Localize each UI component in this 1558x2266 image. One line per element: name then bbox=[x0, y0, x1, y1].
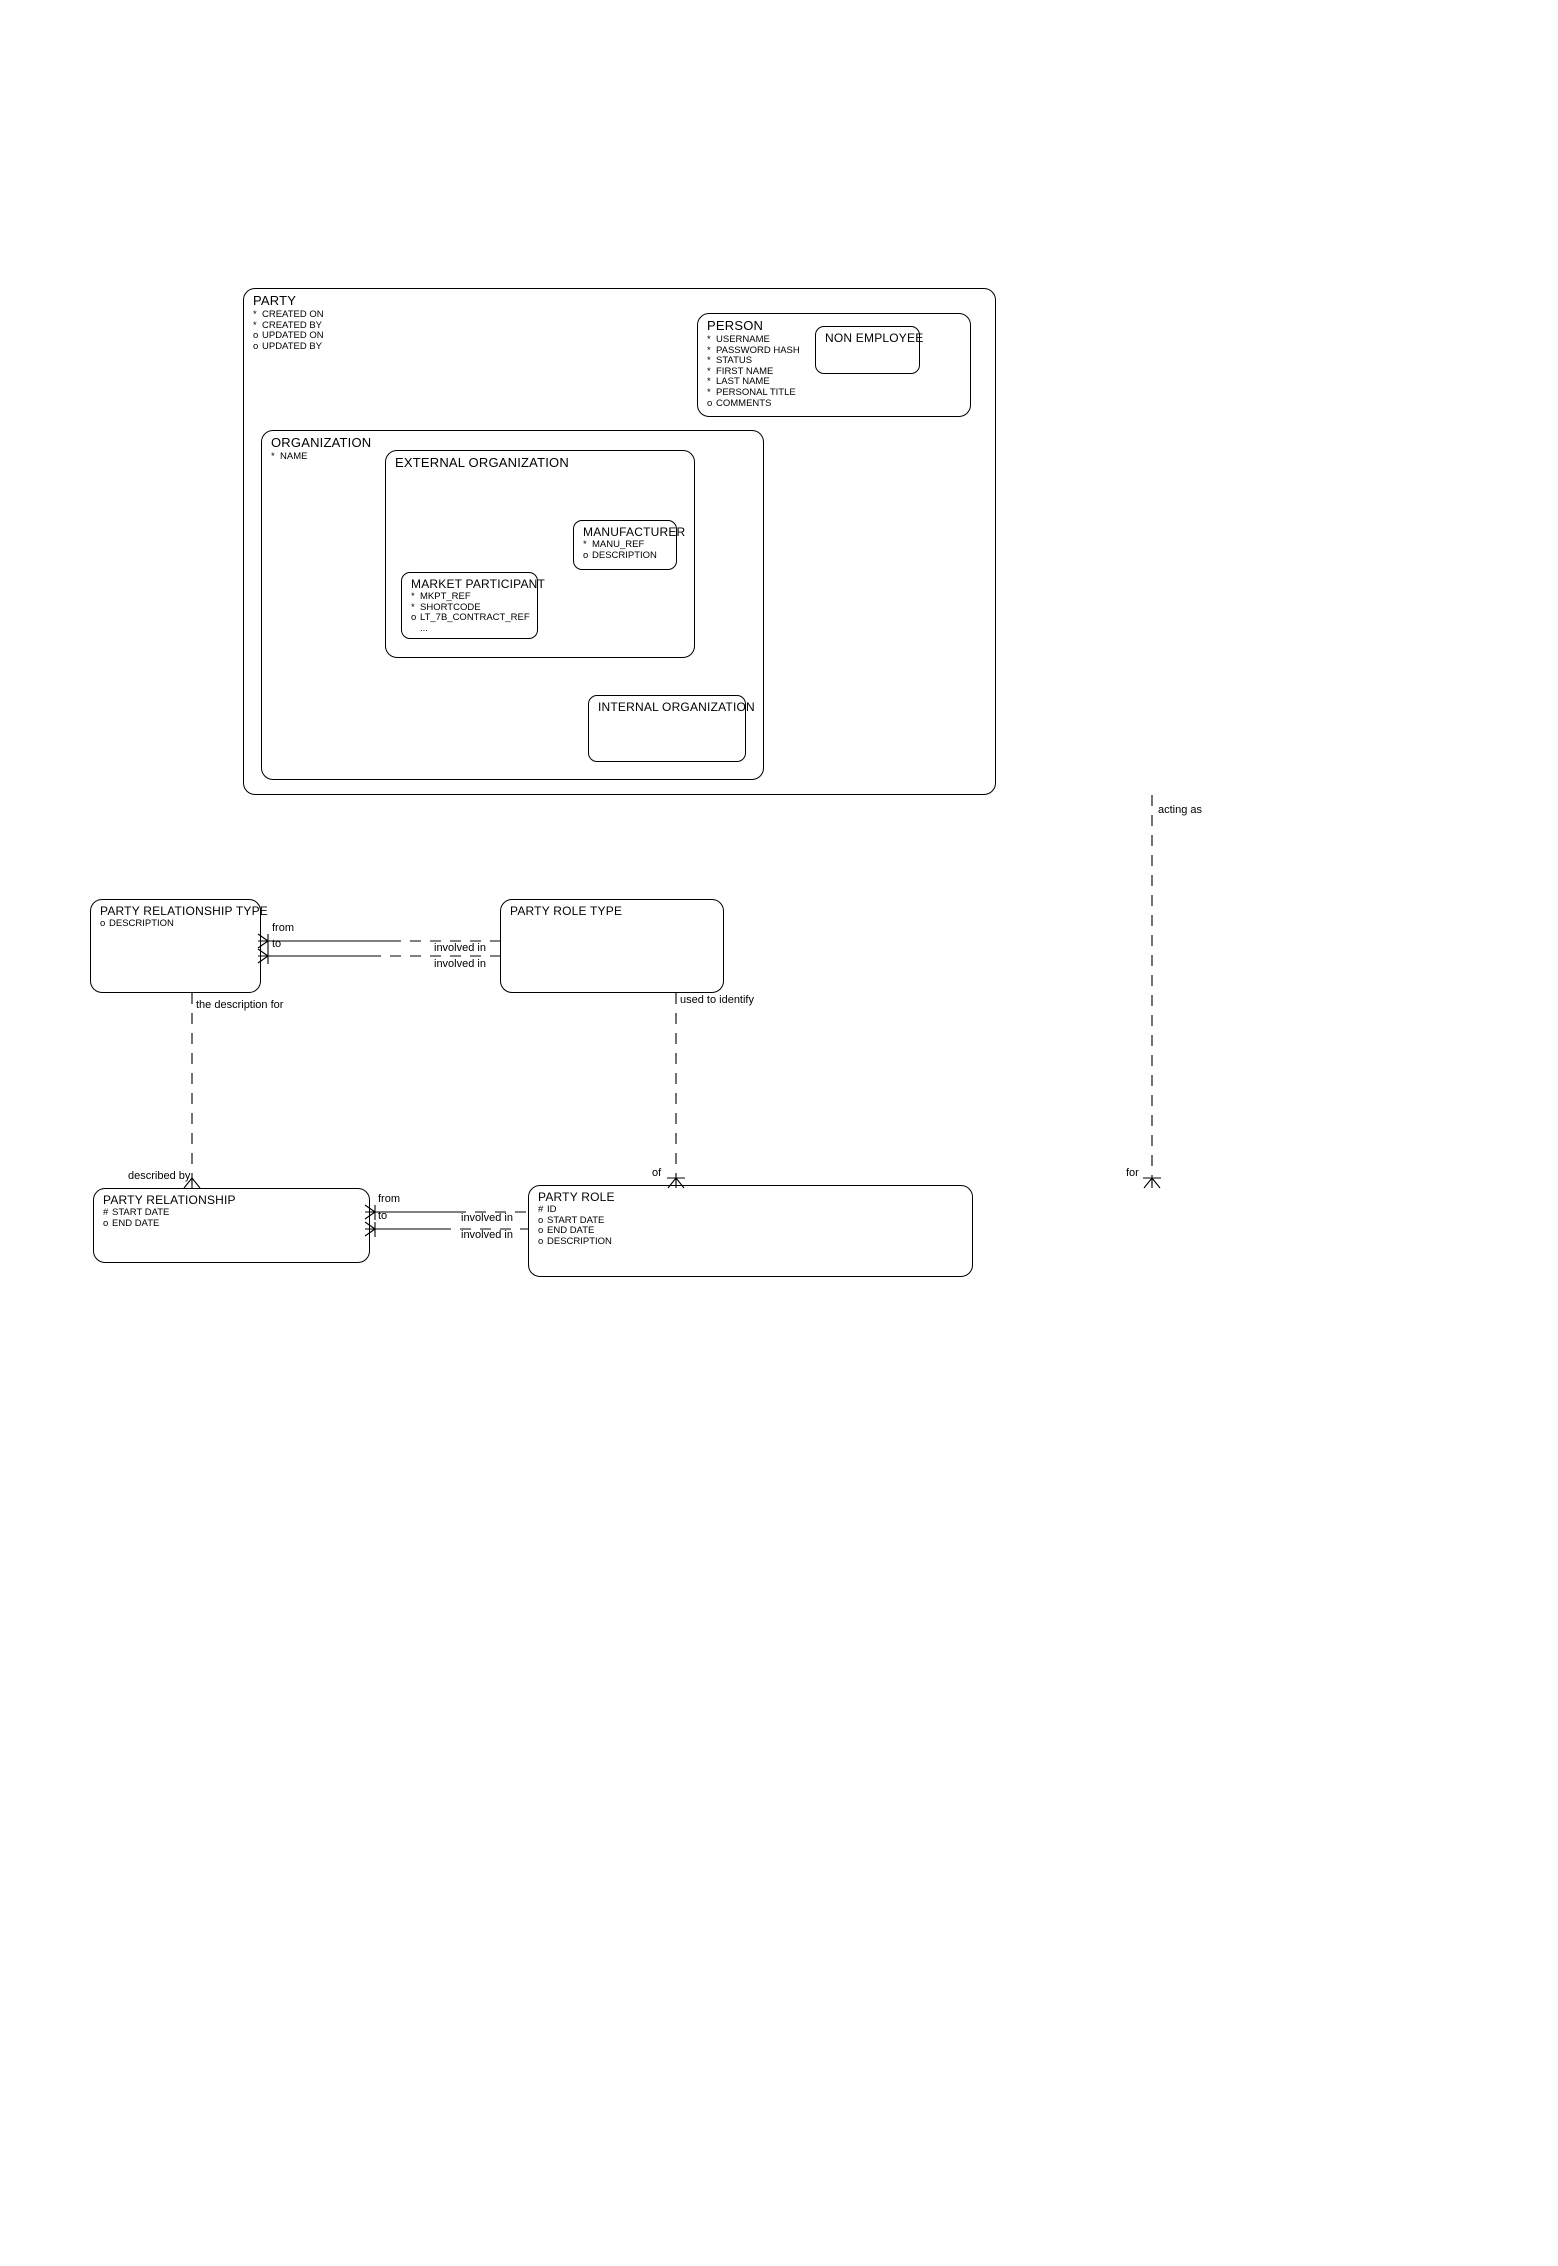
attr-mark: o bbox=[411, 612, 417, 624]
attr-label: MKPT_REF bbox=[420, 591, 471, 602]
attr-mark: o bbox=[538, 1225, 544, 1237]
attr-mark: o bbox=[538, 1235, 544, 1247]
attr-mark: o bbox=[103, 1217, 109, 1229]
label-to-top: to bbox=[272, 938, 282, 950]
attr-label: ID bbox=[547, 1204, 557, 1215]
entity-manufacturer-title: MANUFACTURER bbox=[583, 525, 686, 539]
attr-label: SHORTCODE bbox=[420, 601, 481, 613]
attr-label: UPDATED ON bbox=[262, 330, 324, 342]
label-the-description-for: the description for bbox=[196, 999, 284, 1011]
entity-non-employee[interactable]: NON EMPLOYEE bbox=[815, 326, 924, 374]
entity-non-employee-title: NON EMPLOYEE bbox=[825, 331, 924, 345]
attr-label: USERNAME bbox=[716, 334, 770, 345]
attr-label: PASSWORD HASH bbox=[716, 344, 800, 356]
attr-mark: # bbox=[538, 1204, 544, 1215]
attr-label: END DATE bbox=[547, 1225, 595, 1237]
attr-mark: * bbox=[707, 365, 711, 377]
attr-label: LAST NAME bbox=[716, 376, 770, 388]
attr-label: MANU_REF bbox=[592, 539, 645, 550]
attr-label: UPDATED BY bbox=[262, 340, 323, 352]
entity-market-participant-title: MARKET PARTICIPANT bbox=[411, 577, 546, 591]
attr-label: CREATED ON bbox=[262, 309, 324, 320]
label-to-bottom: to bbox=[378, 1210, 388, 1222]
attr-mark: # bbox=[103, 1207, 109, 1218]
attr-mark: o bbox=[583, 549, 589, 561]
attr-label: NAME bbox=[280, 451, 308, 462]
attr-mark: * bbox=[707, 355, 711, 367]
attr-label: FIRST NAME bbox=[716, 365, 774, 377]
attr-mark: * bbox=[583, 539, 587, 550]
attr-label: DESCRIPTION bbox=[547, 1235, 612, 1247]
attr-label: STATUS bbox=[716, 355, 753, 367]
entity-external-organization-title: EXTERNAL ORGANIZATION bbox=[395, 455, 569, 470]
entity-organization[interactable]: ORGANIZATION * NAME bbox=[261, 430, 764, 780]
entity-person-title: PERSON bbox=[707, 318, 764, 333]
label-of: of bbox=[652, 1167, 662, 1179]
entity-party-title: PARTY bbox=[253, 293, 297, 308]
attr-label: START DATE bbox=[547, 1214, 605, 1226]
crowfoot-for bbox=[1143, 1177, 1161, 1189]
label-used-to-identify: used to identify bbox=[680, 994, 754, 1006]
attr-mark: o bbox=[100, 918, 106, 929]
label-involved-in-top-2: involved in bbox=[434, 958, 486, 970]
label-involved-in-top-1: involved in bbox=[434, 942, 486, 954]
label-involved-in-bottom-1: involved in bbox=[461, 1212, 513, 1224]
label-acting-as: acting as bbox=[1158, 804, 1203, 816]
label-for: for bbox=[1126, 1167, 1139, 1179]
attr-mark: * bbox=[253, 319, 257, 331]
entity-market-participant[interactable]: MARKET PARTICIPANT * MKPT_REF * SHORTCODE … bbox=[401, 572, 545, 639]
attr-label: CREATED BY bbox=[262, 319, 323, 331]
entity-internal-organization[interactable]: INTERNAL ORGANIZATION bbox=[588, 695, 755, 762]
attr-mark: * bbox=[253, 309, 257, 320]
entity-internal-organization-title: INTERNAL ORGANIZATION bbox=[598, 700, 755, 714]
attr-mark: o bbox=[253, 330, 259, 342]
attr-mark: * bbox=[707, 386, 711, 398]
attr-mark: * bbox=[271, 451, 275, 462]
label-from-bottom: from bbox=[378, 1193, 400, 1205]
attr-mark: * bbox=[411, 591, 415, 602]
attr-label: COMMENTS bbox=[716, 397, 772, 409]
entity-person[interactable]: PERSON * USERNAME * PASSWORD HASH * STATUS … bbox=[697, 313, 971, 417]
attr-mark: o bbox=[253, 340, 259, 352]
attr-mark: o bbox=[707, 397, 713, 409]
attr-label: DESCRIPTION bbox=[109, 918, 174, 929]
attr-label: ... bbox=[420, 622, 428, 634]
attr-mark: * bbox=[411, 601, 415, 613]
attr-label: LT_7B_CONTRACT_REF bbox=[420, 612, 530, 624]
attr-mark: * bbox=[707, 344, 711, 356]
attr-mark: * bbox=[707, 334, 711, 345]
entity-party-role-title: PARTY ROLE bbox=[538, 1190, 615, 1204]
entity-person-attributes: * USERNAME * PASSWORD HASH * STATUS * FIRST … bbox=[707, 334, 800, 409]
entity-party-role-type-title: PARTY ROLE TYPE bbox=[510, 904, 623, 918]
attr-label: END DATE bbox=[112, 1217, 160, 1229]
attr-label: START DATE bbox=[112, 1207, 170, 1218]
attr-mark: * bbox=[707, 376, 711, 388]
entity-party-role-type[interactable]: PARTY ROLE TYPE bbox=[500, 899, 724, 993]
attr-mark: o bbox=[538, 1214, 544, 1226]
entity-party-relationship-title: PARTY RELATIONSHIP bbox=[103, 1193, 236, 1207]
label-from-top: from bbox=[272, 922, 294, 934]
label-described-by: described by bbox=[128, 1170, 191, 1182]
entity-organization-attributes: * NAME bbox=[271, 451, 308, 463]
attr-label: DESCRIPTION bbox=[592, 549, 657, 561]
entity-organization-title: ORGANIZATION bbox=[271, 435, 372, 450]
entity-party-relationship-type-title: PARTY RELATIONSHIP TYPE bbox=[100, 904, 268, 918]
entity-external-organization[interactable]: EXTERNAL ORGANIZATION bbox=[385, 450, 695, 658]
attr-label: PERSONAL TITLE bbox=[716, 386, 796, 398]
label-involved-in-bottom-2: involved in bbox=[461, 1229, 513, 1241]
